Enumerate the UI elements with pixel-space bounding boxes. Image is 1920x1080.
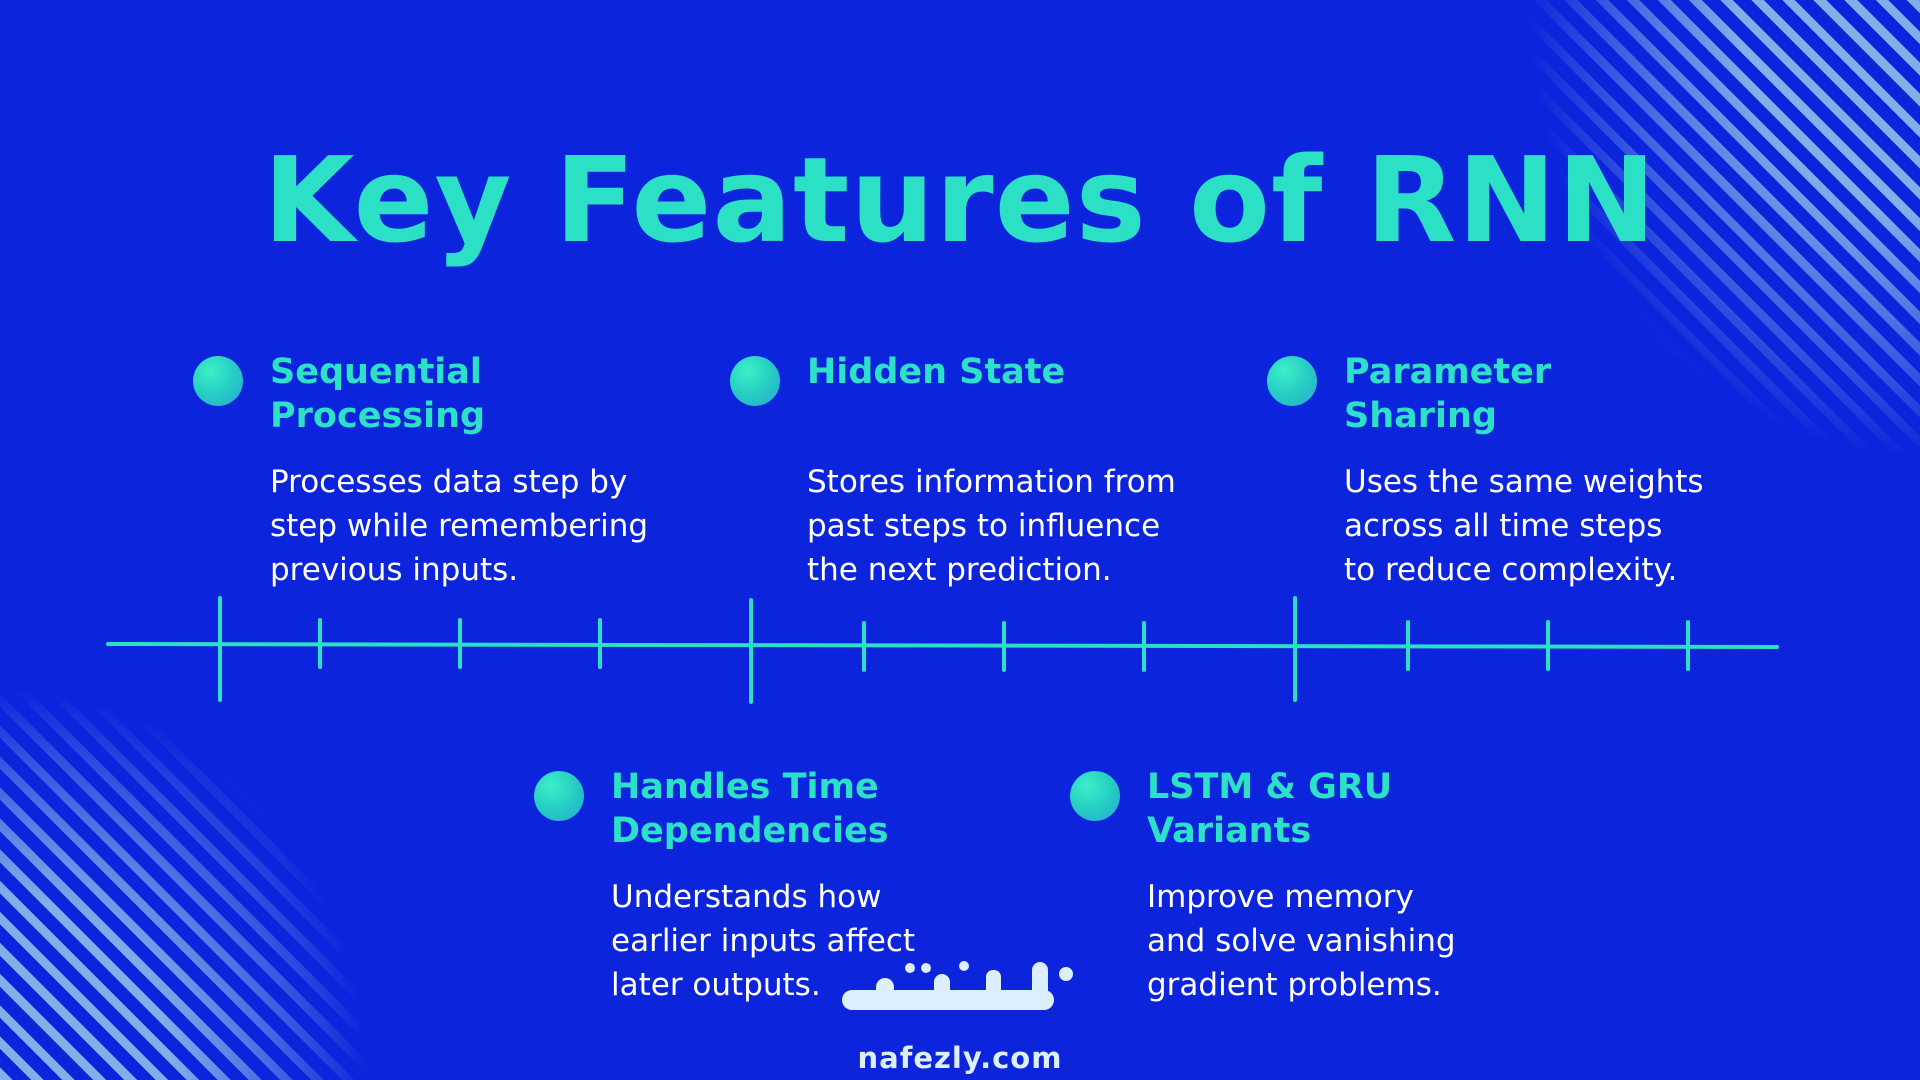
feature-title: Handles Time Dependencies (611, 767, 889, 851)
feature-description: Improve memory and solve vanishing gradi… (1147, 879, 1456, 1003)
feature-description: Stores information from past steps to in… (807, 464, 1176, 588)
feature-title: Sequential Processing (270, 352, 486, 436)
feature-description: Uses the same weights across all time st… (1344, 464, 1704, 588)
timeline-axis (106, 642, 1779, 649)
feature-title: LSTM & GRU Variants (1147, 767, 1393, 851)
stripe-pattern-bottom-left (0, 600, 450, 1080)
brand-url: nafezly.com (857, 1041, 1063, 1075)
feature-bullet-icon (1070, 771, 1120, 821)
brand-logo (842, 961, 1073, 1010)
feature-description: Understands how earlier inputs affect la… (611, 879, 916, 1003)
feature-title: Parameter Sharing (1344, 352, 1552, 436)
feature-bullet-icon (534, 771, 584, 821)
feature-bullet-icon (730, 356, 780, 406)
feature-title: Hidden State (807, 352, 1066, 392)
slide-title: Key Features of RNN (263, 131, 1657, 269)
feature-bullet-icon (1267, 356, 1317, 406)
feature-bullet-icon (193, 356, 243, 406)
feature-description: Processes data step by step while rememb… (270, 464, 649, 588)
